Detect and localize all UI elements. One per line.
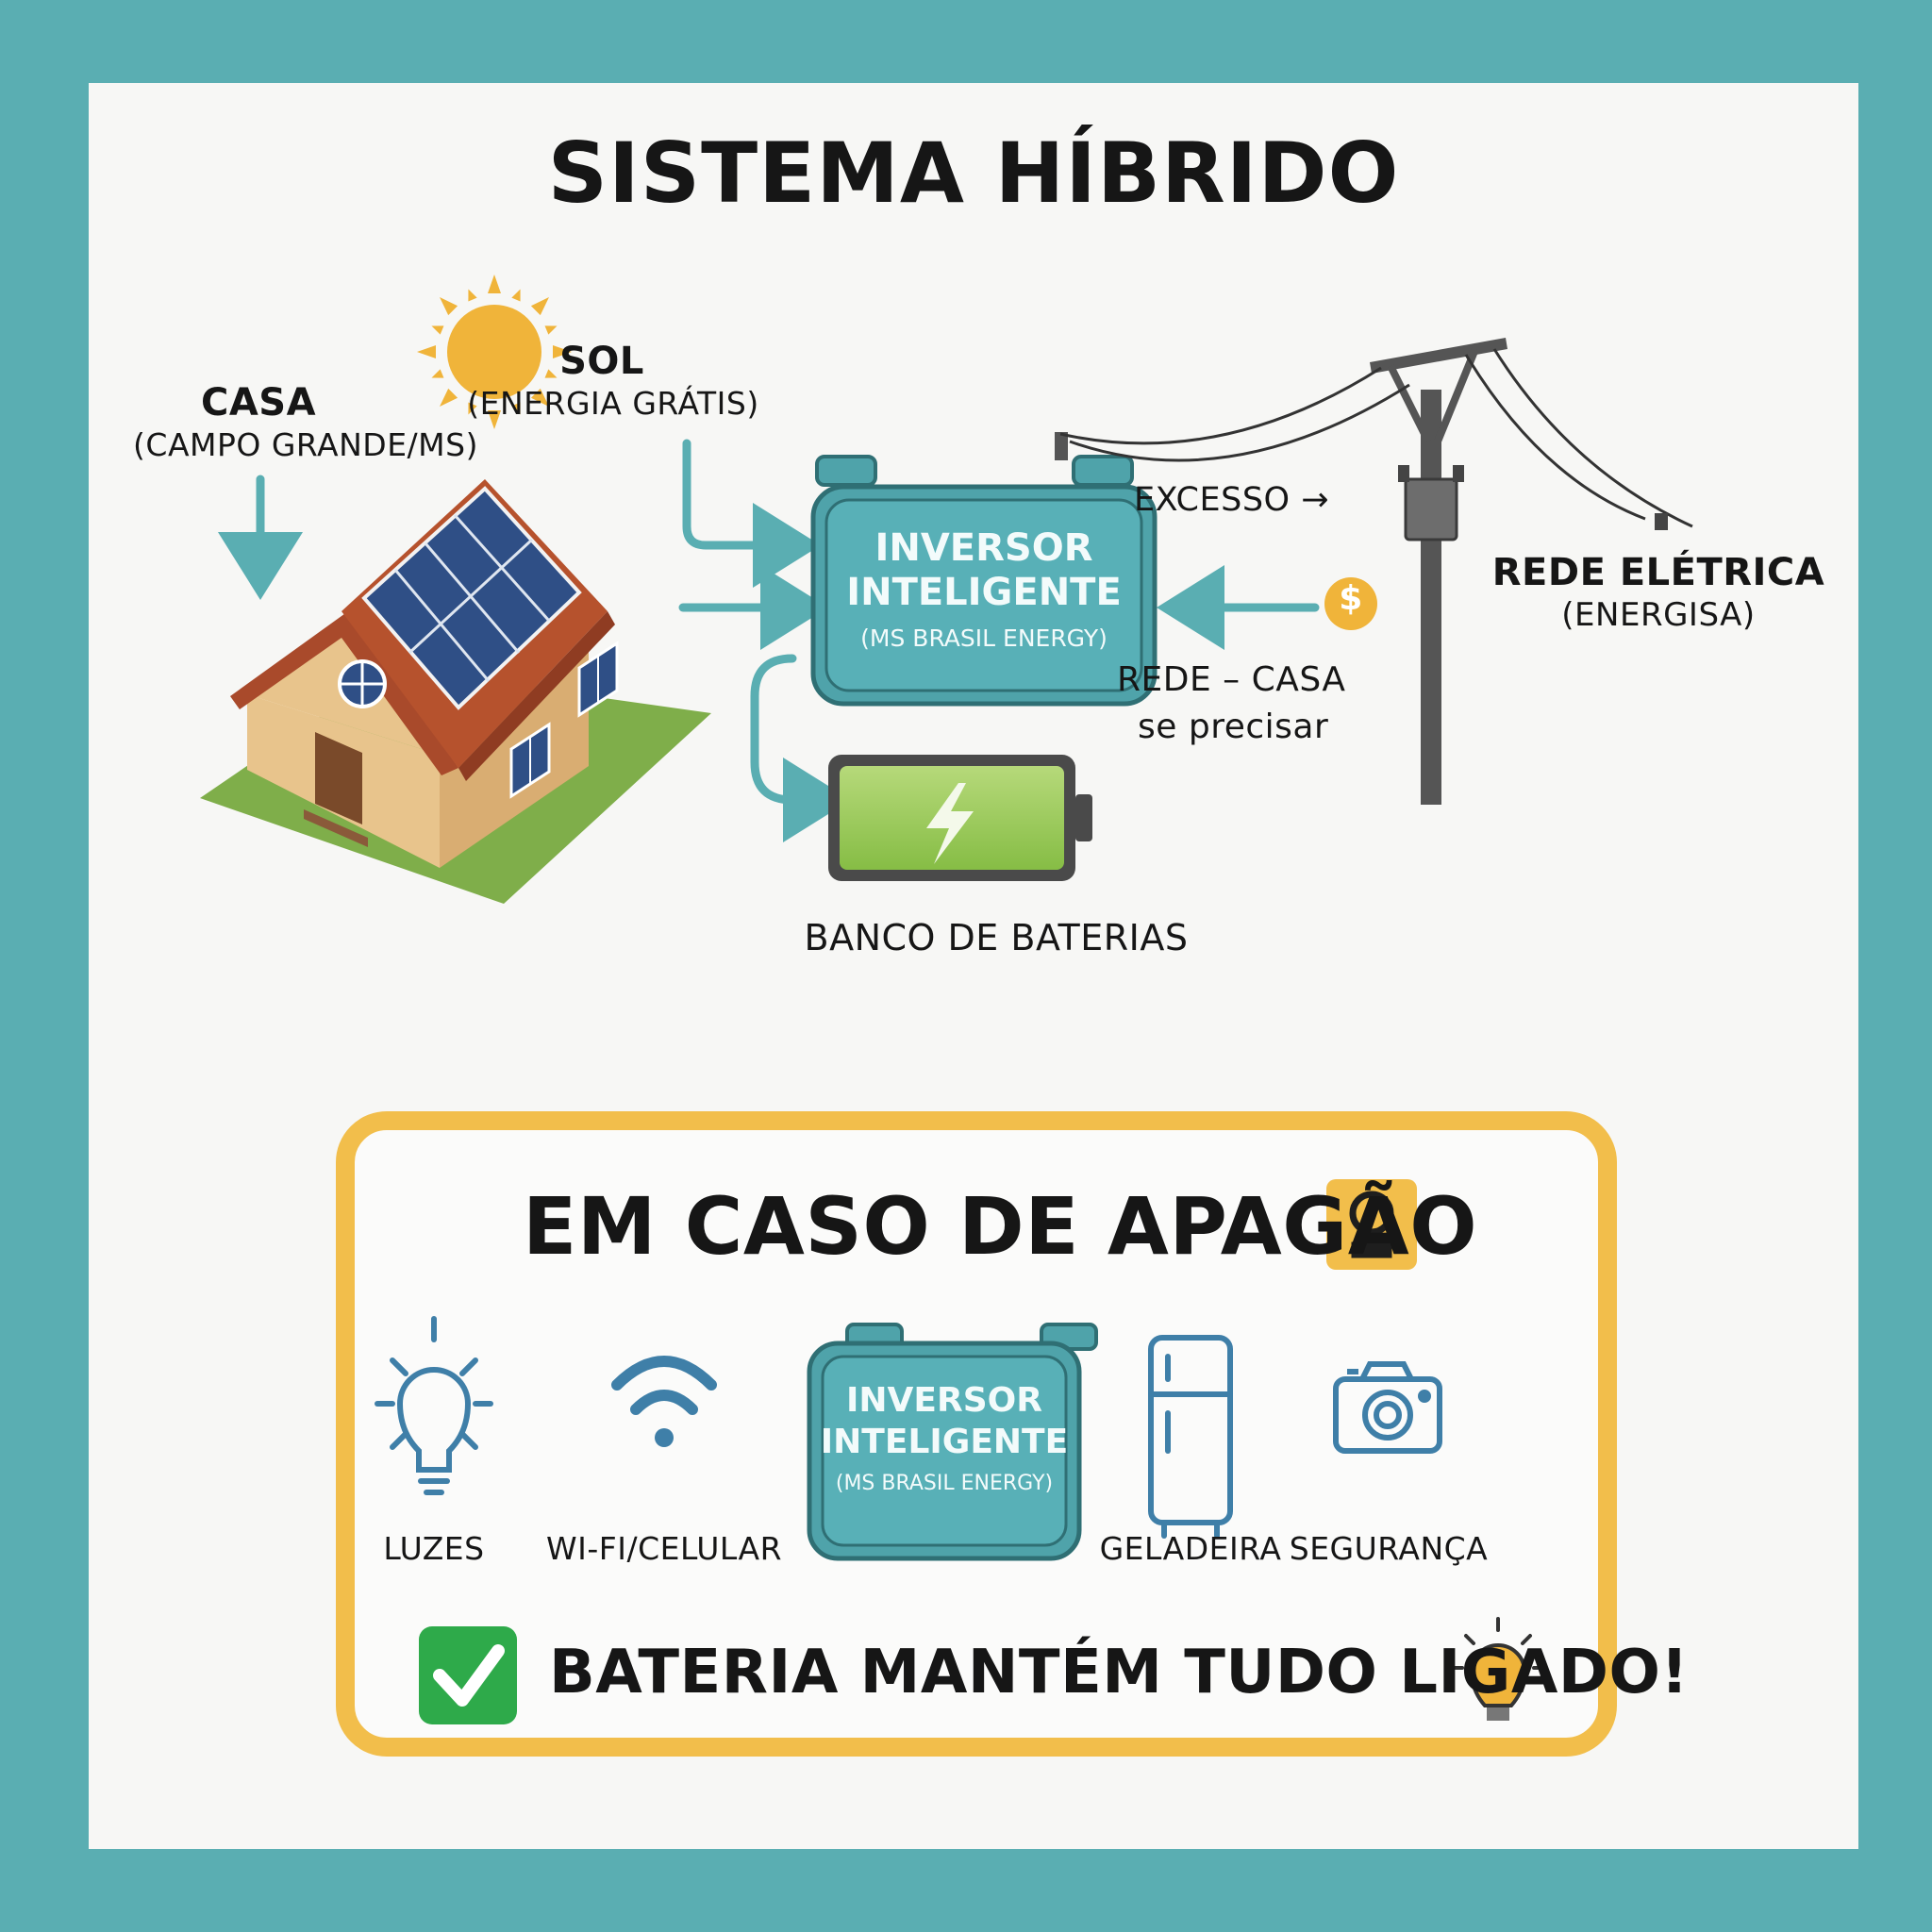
money-coin-icon <box>1324 577 1377 630</box>
grid-to-house-label: REDE – CASA <box>1117 660 1346 699</box>
check-mark-icon <box>419 1626 517 1724</box>
excess-label: EXCESSO → <box>1134 481 1330 519</box>
inverter-title-line1: INVERSOR <box>874 526 1093 570</box>
grid-sublabel: (ENERGISA) <box>1561 596 1756 634</box>
inverter-title-line2: INTELIGENTE <box>846 571 1122 614</box>
sun-to-inverter-arrow <box>682 439 821 588</box>
load-label-security: SEGURANÇA <box>1289 1530 1489 1567</box>
sun-sublabel: (ENERGIA GRÁTIS) <box>467 385 759 422</box>
hybrid-system-diagram <box>200 275 1693 1757</box>
infographic-frame: SISTEMA HÍBRIDO <box>89 83 1858 1849</box>
blackout-footer: BATERIA MANTÉM TUDO LIGADO! <box>549 1638 1690 1707</box>
load-label-wifi: WI-FI/CELULAR <box>545 1530 783 1567</box>
blackout-inverter-brand: (MS BRASIL ENERGY) <box>835 1472 1054 1495</box>
camera-icon <box>1333 1361 1442 1454</box>
house-label: CASA <box>200 381 317 425</box>
light-bulb-icon <box>375 1316 493 1495</box>
inverter-to-battery-arrow <box>750 654 851 842</box>
coin-symbol: $ <box>1339 579 1363 618</box>
house-sublabel: (CAMPO GRANDE/MS) <box>133 426 478 463</box>
inverter-brand: (MS BRASIL ENERGY) <box>860 625 1108 652</box>
inverter-icon <box>810 432 1158 707</box>
refrigerator-icon <box>1148 1335 1233 1539</box>
load-label-lights: LUZES <box>383 1530 485 1567</box>
blackout-inverter-line1: INVERSOR <box>846 1381 1042 1420</box>
blackout-inverter-line2: INTELIGENTE <box>820 1423 1069 1461</box>
sun-icon <box>417 275 572 429</box>
page-title: SISTEMA HÍBRIDO <box>547 125 1400 222</box>
sun-label: SOL <box>559 340 644 383</box>
house-icon <box>200 479 711 904</box>
footer-bulb-icon <box>1451 1617 1545 1721</box>
blackout-bulb-icon <box>1326 1179 1417 1270</box>
load-label-fridge: GELADEIRA <box>1099 1530 1282 1567</box>
grid-label: REDE ELÉTRICA <box>1491 551 1825 594</box>
grid-to-house-sublabel: se precisar <box>1138 708 1329 746</box>
wifi-icon <box>611 1356 717 1447</box>
blackout-title: EM CASO DE APAGÃO <box>523 1180 1478 1273</box>
battery-icon <box>828 755 1092 881</box>
battery-label: BANCO DE BATERIAS <box>804 917 1189 958</box>
utility-pole-icon <box>1059 338 1693 805</box>
blackout-inverter-icon <box>807 1323 1098 1561</box>
